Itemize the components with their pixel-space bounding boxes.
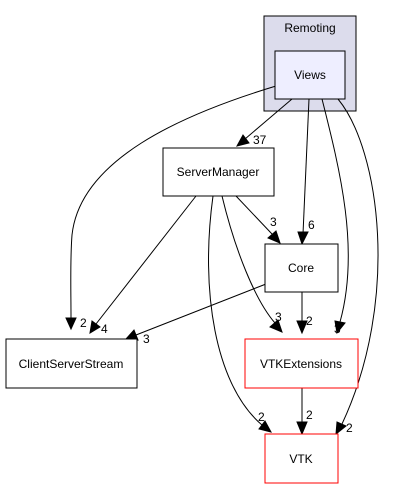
edge-views-servermanager[interactable]: 37	[236, 98, 293, 147]
edge-servermanager-clientserverstream-arrowhead	[89, 320, 101, 334]
node-servermanager-box	[162, 147, 275, 197]
node-vtkextensions-label: VTKExtensions	[260, 357, 342, 371]
edge-views-core[interactable]: 6	[297, 98, 315, 246]
edge-label-servermanager-vtk: 2	[258, 410, 265, 424]
edge-label-core-vtkextensions: 2	[306, 314, 313, 328]
edge-label-views-vtkextensions: 3	[334, 322, 341, 336]
edge-vtkextensions-vtk[interactable]: 2	[296, 388, 313, 436]
edge-views-vtkextensions[interactable]: 3	[321, 98, 349, 336]
edge-views-vtk-arrowhead	[335, 421, 347, 436]
edge-label-views-clientserverstream: 2	[80, 316, 87, 330]
edge-label-servermanager-core: 3	[270, 215, 277, 229]
edges: 37 6 2 3 2 3	[65, 85, 379, 436]
edge-core-vtkextensions-arrowhead	[296, 320, 308, 335]
node-clientserverstream-label: ClientServerStream	[19, 357, 124, 371]
node-vtk[interactable]: VTK	[264, 433, 339, 484]
edge-servermanager-core-arrowhead	[267, 230, 281, 244]
edge-servermanager-vtk-arrowhead	[258, 420, 272, 433]
node-views[interactable]: Views	[274, 50, 346, 100]
node-servermanager[interactable]: ServerManager	[162, 147, 275, 197]
node-core-label: Core	[288, 261, 314, 275]
edge-vtkextensions-vtk-arrowhead	[296, 421, 308, 436]
edge-views-clientserverstream[interactable]: 2	[65, 85, 277, 331]
edge-label-vtkextensions-vtk: 2	[306, 408, 313, 422]
edge-views-core-arrowhead	[297, 231, 309, 246]
edge-core-vtkextensions[interactable]: 2	[296, 292, 313, 335]
edge-label-views-vtk: 2	[346, 421, 353, 435]
edge-servermanager-vtkextensions-arrowhead	[269, 319, 283, 333]
edge-views-servermanager-arrowhead	[236, 134, 250, 147]
edge-servermanager-vtk[interactable]: 2	[208, 195, 272, 433]
node-vtkextensions-box	[244, 338, 359, 389]
node-vtk-label: VTK	[289, 452, 312, 466]
node-vtkextensions[interactable]: VTKExtensions	[244, 338, 359, 389]
edge-servermanager-clientserverstream[interactable]: 4	[89, 195, 197, 336]
node-views-box	[274, 50, 346, 100]
edge-views-vtkextensions-arrowhead	[334, 320, 346, 335]
node-vtk-box	[264, 433, 339, 484]
edge-servermanager-core[interactable]: 3	[235, 195, 281, 244]
cluster-remoting-label: Remoting	[284, 21, 335, 35]
edge-views-vtk[interactable]: 2	[335, 98, 379, 436]
edge-views-clientserverstream-arrowhead	[65, 317, 77, 331]
node-servermanager-label: ServerManager	[177, 165, 260, 179]
node-clientserverstream-box	[5, 338, 138, 389]
edge-label-servermanager-vtkextensions: 3	[275, 310, 282, 324]
node-views-label: Views	[294, 68, 326, 82]
node-core[interactable]: Core	[264, 243, 339, 293]
edge-label-core-clientserverstream: 3	[143, 332, 150, 346]
node-core-box	[264, 243, 339, 293]
edge-label-views-servermanager: 37	[253, 133, 267, 147]
edge-label-views-core: 6	[308, 218, 315, 232]
edge-core-clientserverstream[interactable]: 3	[124, 283, 267, 346]
edge-servermanager-vtkextensions[interactable]: 3	[221, 195, 283, 333]
node-clientserverstream[interactable]: ClientServerStream	[5, 338, 138, 389]
nodes: Views ServerManager Core ClientServerStr…	[5, 50, 359, 484]
edge-label-servermanager-clientserverstream: 4	[101, 322, 108, 336]
